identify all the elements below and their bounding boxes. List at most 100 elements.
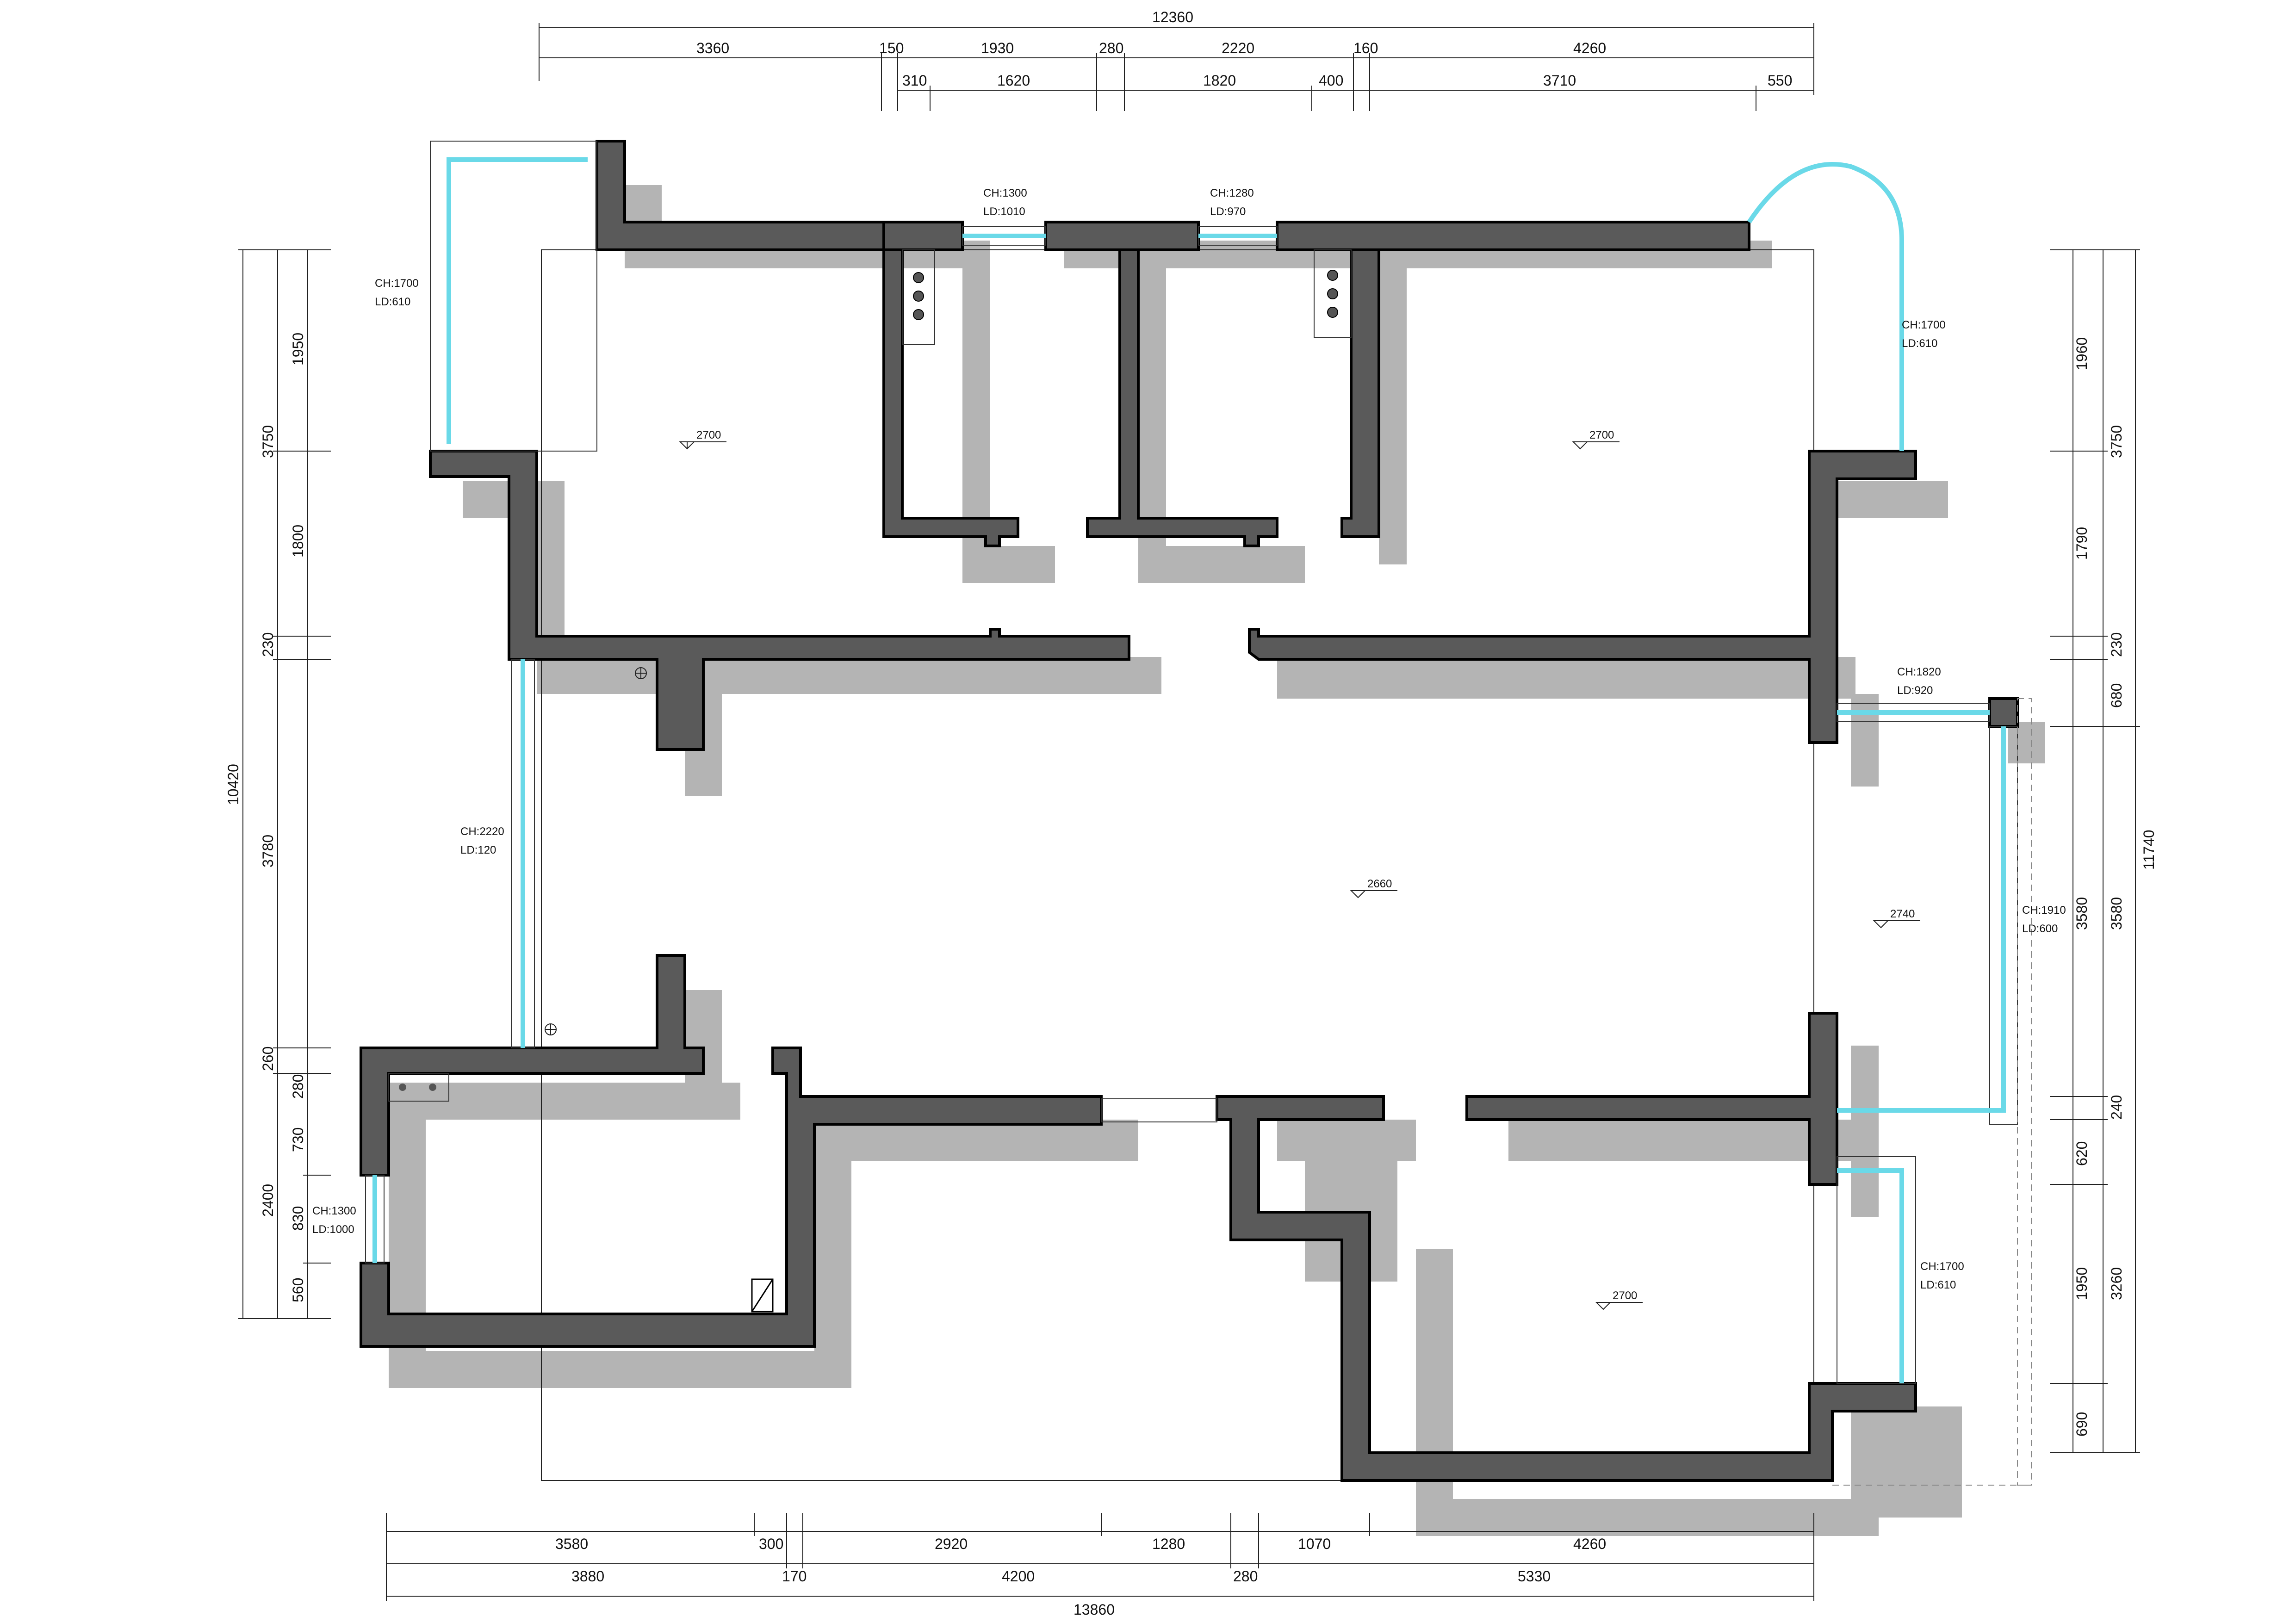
window-ld-label: LD:610 [1920,1279,1956,1291]
dimension-label: 280 [290,1074,306,1099]
dimension-label: 280 [1099,40,1123,56]
ceiling-height-label: 2700 [1613,1289,1637,1302]
shadow-segment [2008,722,2045,763]
dimension-label: 280 [1233,1568,1258,1585]
dimension-label: 1930 [981,40,1014,56]
elevation-marker-icon [1873,920,1920,929]
drain-icon [635,667,647,679]
window-ld-label: LD:970 [1210,205,1246,218]
dimension-total-top: 12360 [1152,9,1193,25]
dimension-label: 3710 [1543,72,1576,89]
window-ch-label: CH:1300 [312,1205,356,1217]
shadow-segment [1138,268,1166,564]
fixtures [388,249,1352,1313]
dimension-label: 230 [260,632,276,657]
dimension-label: 3360 [696,40,729,56]
elevation-marker-icon [1572,441,1620,450]
wall-segment [1276,221,1750,251]
windows [365,141,2032,1486]
ceiling-height-label: 2700 [696,429,721,441]
wall-segment [1988,697,2019,728]
window-ld-label: LD:1010 [983,205,1025,218]
dimension-label: 550 [1768,72,1792,89]
dimension-label: 240 [2108,1095,2125,1120]
window-ld-label: LD:120 [460,844,496,856]
dimension-label: 3580 [2108,897,2125,930]
dimension-label: 4200 [1002,1568,1035,1585]
dimension-label: 3580 [555,1536,588,1552]
dimension-label: 2400 [260,1184,276,1217]
shadow-segment [1277,1120,1416,1161]
pipe-icon [1327,270,1338,281]
walls [360,140,2019,1482]
dimension-label: 150 [879,40,904,56]
dimension-label: 2220 [1222,40,1254,56]
dimension-label: 230 [2108,632,2125,657]
dimension-label: 560 [290,1278,306,1302]
wall-segment [429,450,1130,751]
bottom-dimensions: 3580 300 2920 1280 1070 4260 3880 170 42… [386,1513,1814,1618]
dimension-label: 10420 [225,764,242,805]
wall-segment [1340,248,1380,538]
window-ch-label: CH:1700 [1902,319,1946,331]
dimension-total-bottom: 13860 [1074,1601,1115,1618]
doorways [1101,1098,1217,1122]
bay-window-arc [1747,162,1904,451]
pipe-icon [913,309,924,320]
dimension-label: 300 [759,1536,783,1552]
shadow-segment [814,1129,851,1388]
dimension-label: 830 [290,1206,306,1231]
shadow-segment [1851,694,1879,787]
doorway-opening [1101,1098,1217,1122]
pipe-icon [1327,288,1338,299]
wall-segment [882,248,1019,547]
window-ld-label: LD:610 [1902,337,1937,350]
pipe-icon [913,272,924,283]
window-ch-label: CH:1700 [375,277,419,290]
dimension-label: 3580 [2073,897,2090,930]
dimension-label: 3750 [2108,425,2125,458]
shadow-segment [1851,1406,1962,1518]
window-frame [430,141,597,452]
flue-icon [751,1278,774,1313]
shadow-segment [1277,657,1855,699]
window-ch-label: CH:1820 [1897,666,1941,678]
wall-segment [1086,248,1278,547]
pipe-icon [913,291,924,302]
right-dimensions [2050,249,2140,1453]
pipe-icon [399,1084,406,1091]
window-ch-label: CH:1700 [1920,1260,1964,1273]
elevation-marker-icon [1350,890,1397,898]
dimension-label: 1960 [2073,337,2090,370]
window-ch-label: CH:1280 [1210,187,1254,199]
shadow-segment [962,546,1055,583]
dimension-label: 3780 [260,835,276,867]
window-ch-label: CH:1300 [983,187,1027,199]
dimension-label: 260 [260,1047,276,1071]
ceiling-height-label: 2740 [1890,908,1915,920]
dimension-label: 620 [2073,1141,2090,1166]
dimension-label: 690 [2073,1412,2090,1437]
window-ch-label: CH:1910 [2022,904,2066,917]
dimension-label: 730 [290,1127,306,1152]
top-dimensions: 12360 3360 150 1930 280 2220 160 4260 31… [539,9,1814,111]
drain-icon [545,1023,557,1035]
shadow-segment [1416,1249,1453,1527]
window-ch-label: CH:2220 [460,825,504,838]
dimension-label: 1950 [290,333,306,365]
dimension-label: 1790 [2073,527,2090,560]
window-ld-label: LD:600 [2022,923,2058,935]
dimension-label: 11740 [2141,830,2157,870]
window-ld-label: LD:1000 [312,1223,354,1236]
duct-box [1314,249,1352,338]
dimension-label: 1950 [2073,1267,2090,1300]
dimension-label: 3880 [571,1568,604,1585]
dimension-label: 1620 [997,72,1030,89]
ceiling-height-label: 2700 [1589,429,1614,441]
ceiling-height-markers: 2700 2700 2660 2740 2700 [679,429,1920,1310]
dimension-label: 160 [1353,40,1378,56]
wall-segment [1044,221,1200,251]
dimension-label: 1070 [1298,1536,1331,1552]
shadow-segment [1832,481,1948,518]
